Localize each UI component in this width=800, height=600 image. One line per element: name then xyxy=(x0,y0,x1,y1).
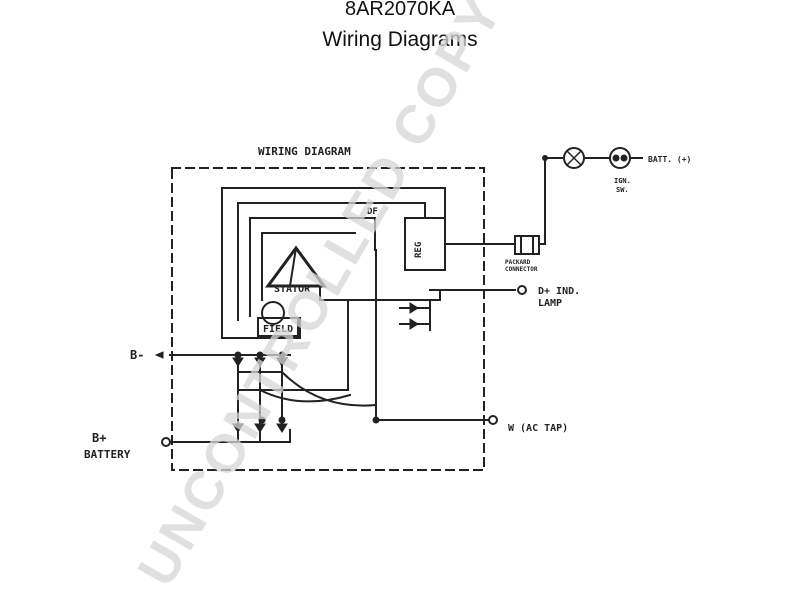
field-label: FIELD xyxy=(263,324,293,335)
field-coil xyxy=(261,301,285,325)
winding-df xyxy=(237,202,426,321)
d-plus-label: D+ IND. xyxy=(538,286,580,297)
page-title: Wiring Diagrams xyxy=(322,28,478,51)
winding-mid xyxy=(249,217,376,317)
connector-label: CONNECTOR xyxy=(505,266,538,273)
ac-tap-label: W (AC TAP) xyxy=(508,423,568,434)
stator-label: STATOR xyxy=(274,284,311,295)
stator-triangle xyxy=(265,245,327,288)
batt-label: BATT. (+) xyxy=(648,155,691,164)
winding-outer xyxy=(221,187,446,339)
lamp-label: LAMP xyxy=(538,298,562,309)
field-box xyxy=(257,317,299,337)
packard-connector xyxy=(514,235,540,255)
ign-label: IGN. xyxy=(614,177,631,185)
watermark: UNCONTROLLED COPY xyxy=(126,0,514,596)
winding-field-loop xyxy=(221,317,301,339)
part-number: 8AR2070KA xyxy=(344,0,456,20)
winding-inner xyxy=(261,232,356,301)
b-minus-label: B- xyxy=(130,348,144,362)
regulator-box xyxy=(404,217,446,271)
reg-label: REG xyxy=(414,242,424,258)
b-plus-label: B+ xyxy=(92,431,106,445)
enclosure-box xyxy=(171,167,485,471)
df-label: DF xyxy=(367,207,378,217)
packard-label: PACKARD xyxy=(505,259,531,266)
battery-label: BATTERY xyxy=(84,448,131,461)
sw-label: SW. xyxy=(616,186,629,194)
box-title: WIRING DIAGRAM xyxy=(258,145,351,158)
